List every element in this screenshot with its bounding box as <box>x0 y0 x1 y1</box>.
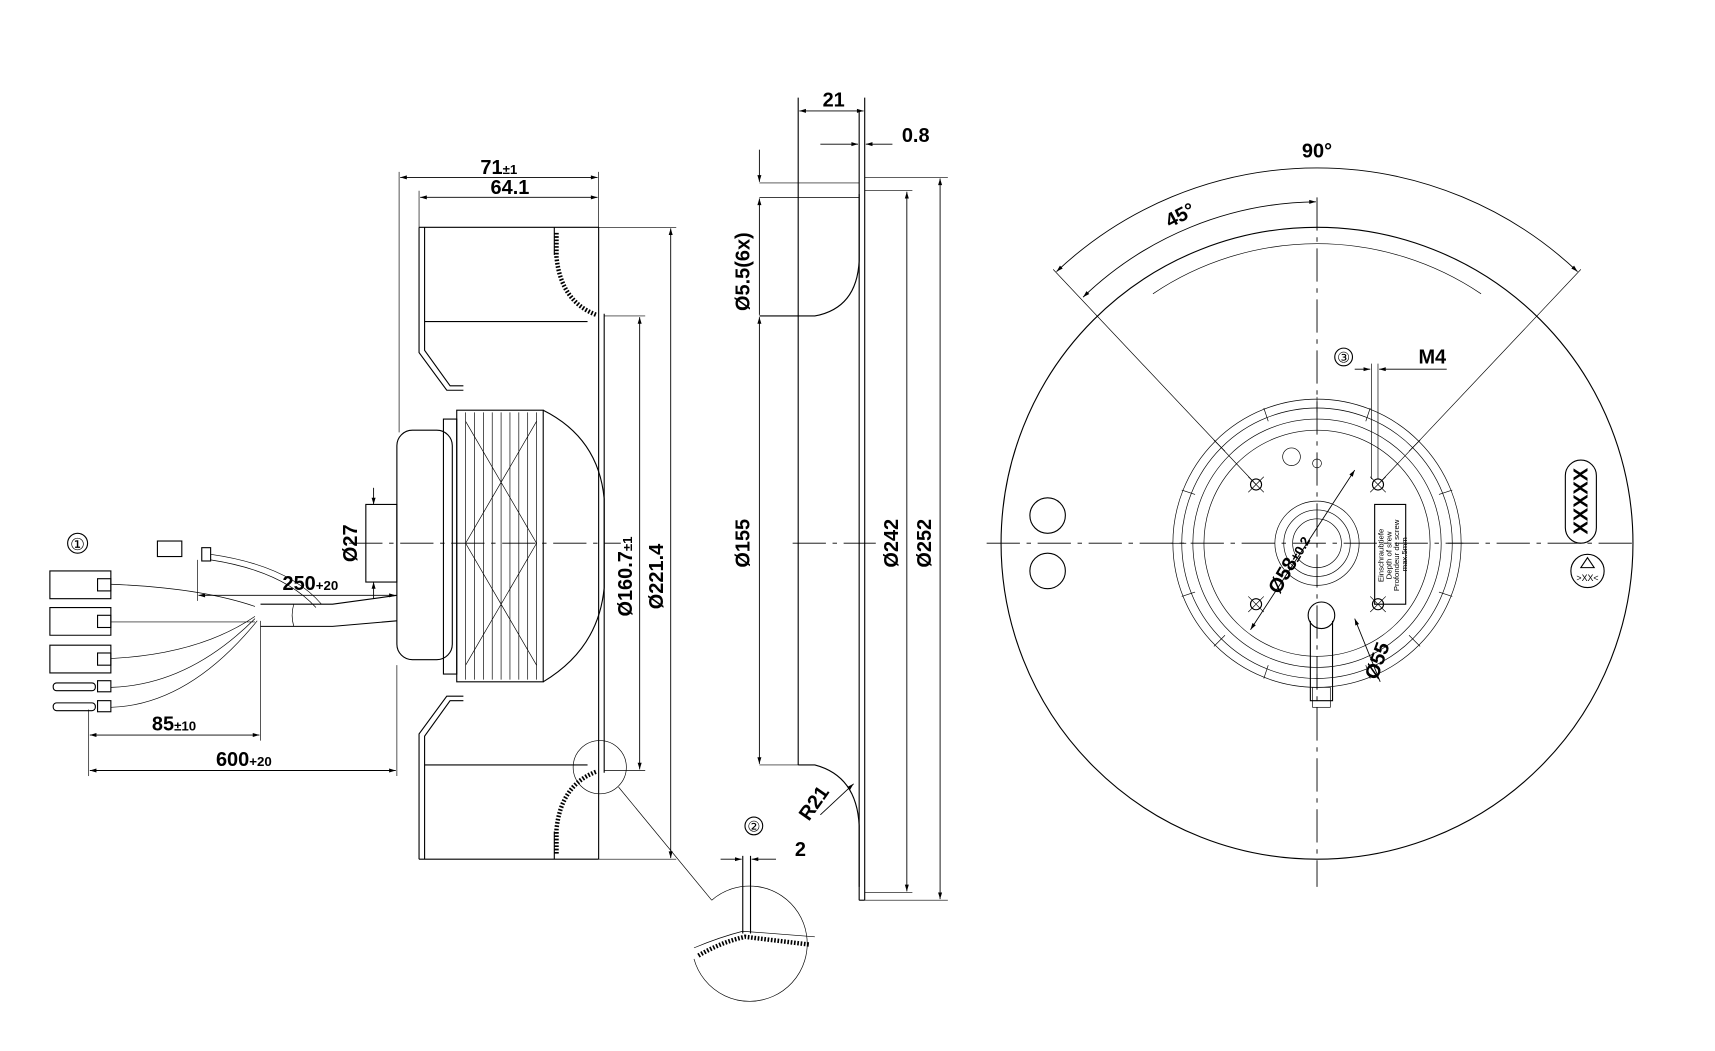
impeller-profile <box>418 226 605 860</box>
bolt-circle-label: Ø242 <box>881 519 903 568</box>
angle-total-label: 90° <box>1302 140 1332 162</box>
hub-diameter-label: Ø27 <box>340 524 362 562</box>
plate-thickness-label: 0.8 <box>902 125 930 147</box>
part-number-label: XXXXX <box>1571 467 1593 534</box>
material-code-label: >XX< <box>1576 573 1598 583</box>
mounting-hole <box>1029 552 1066 590</box>
flag-connector <box>49 570 112 674</box>
screw-depth-label-box: Einschraubtiefe Depth of srew Profondeur… <box>1374 503 1409 605</box>
detail-dim-label: 2 <box>795 839 806 861</box>
inner-diameter-label: Ø160.7±1 <box>615 536 637 617</box>
side-view: 71±1 64.1 <box>49 157 815 1002</box>
recycle-icon <box>1579 556 1596 569</box>
part-number-plate <box>1564 459 1597 544</box>
angle-half-label: 45° <box>1162 199 1199 233</box>
mounting-hole <box>1029 497 1066 534</box>
section-view: 21 0.8 Ø5.5(6x) Ø155 Ø242 Ø252 R21 <box>732 89 948 901</box>
cable-ref-marker: ① <box>70 535 85 554</box>
front-view: 90° 45° ③ M4 Ø58±0.2 Ø55 Einschraubtiefe… <box>986 140 1639 887</box>
strip-length-label: 85±10 <box>152 714 196 736</box>
motor <box>365 409 605 683</box>
thread-label: M4 <box>1418 347 1446 369</box>
plate-diameter-label: Ø252 <box>914 519 936 568</box>
cable-length-short-label: 250+20 <box>282 573 338 595</box>
overall-depth-label: 71±1 <box>480 157 517 179</box>
hole-diameter-label: Ø5.5(6x) <box>732 232 754 311</box>
svg-text:Einschraubtiefe Depth: Einschraubtiefe Depth of srew Profondeur… <box>1377 517 1409 591</box>
cable-exit <box>1307 601 1336 708</box>
cable-harness <box>49 540 397 713</box>
detail-view <box>693 855 815 1002</box>
blade-depth-label: 64.1 <box>491 177 530 199</box>
thread-marker: ③ <box>1337 351 1350 367</box>
hub-diameter-58-label: Ø58±0.2 <box>1264 532 1315 598</box>
outer-diameter-label: Ø221.4 <box>646 544 668 609</box>
pin-connector <box>52 680 112 713</box>
inlet-diameter-label: Ø155 <box>732 519 754 568</box>
plate-depth-label: 21 <box>823 89 845 111</box>
detail-marker: ② <box>747 819 760 835</box>
ground-connector <box>156 540 183 558</box>
detail-callout-circle <box>572 740 627 795</box>
cable-length-long-label: 600+20 <box>216 749 272 771</box>
radius-label: R21 <box>795 782 834 825</box>
